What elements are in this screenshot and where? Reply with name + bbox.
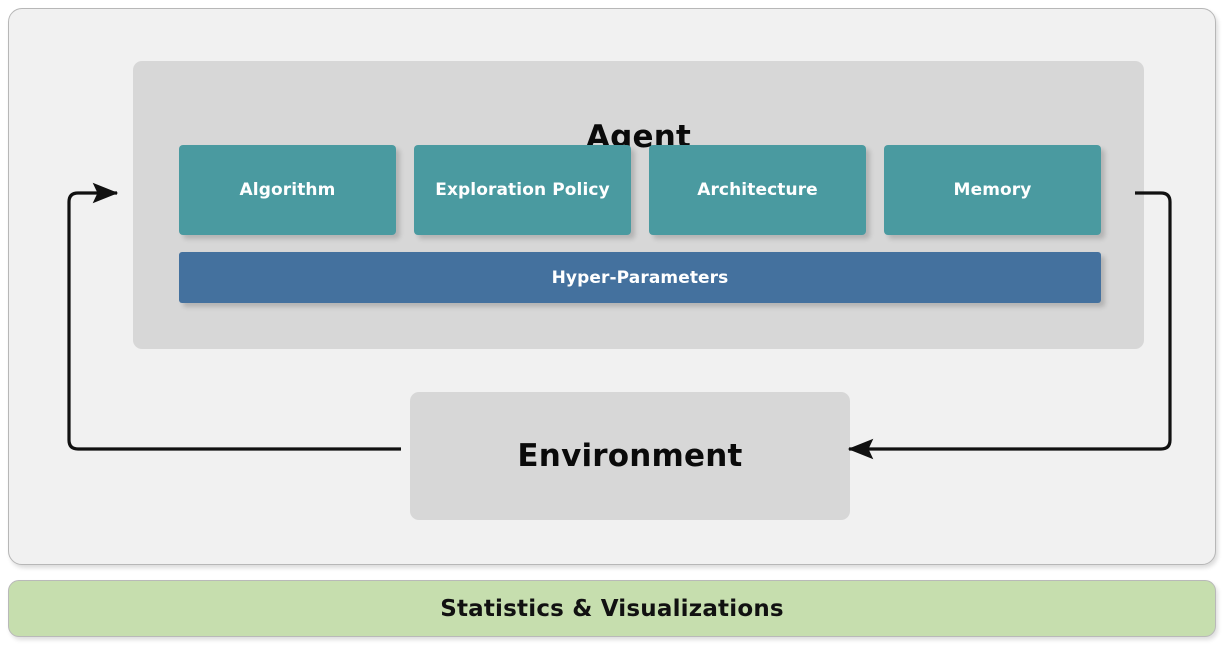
component-card-exploration-policy[interactable]: Exploration Policy: [414, 145, 631, 235]
environment-label: Environment: [517, 438, 743, 474]
rl-system-panel: Agent Algorithm Exploration Policy Archi…: [8, 8, 1216, 565]
component-card-memory[interactable]: Memory: [884, 145, 1101, 235]
statistics-visualizations-strip[interactable]: Statistics & Visualizations: [8, 580, 1216, 637]
environment-block[interactable]: Environment: [410, 392, 850, 520]
statistics-visualizations-label: Statistics & Visualizations: [440, 595, 784, 622]
hyper-parameters-label: Hyper-Parameters: [551, 267, 729, 288]
agent-block[interactable]: Agent Algorithm Exploration Policy Archi…: [133, 61, 1144, 349]
component-label: Exploration Policy: [435, 180, 610, 200]
component-card-algorithm[interactable]: Algorithm: [179, 145, 396, 235]
component-label: Algorithm: [239, 180, 336, 200]
agent-component-row: Algorithm Exploration Policy Architectur…: [179, 145, 1101, 235]
hyper-parameters-bar[interactable]: Hyper-Parameters: [179, 252, 1101, 303]
component-label: Memory: [953, 180, 1032, 200]
component-label: Architecture: [697, 180, 818, 200]
component-card-architecture[interactable]: Architecture: [649, 145, 866, 235]
